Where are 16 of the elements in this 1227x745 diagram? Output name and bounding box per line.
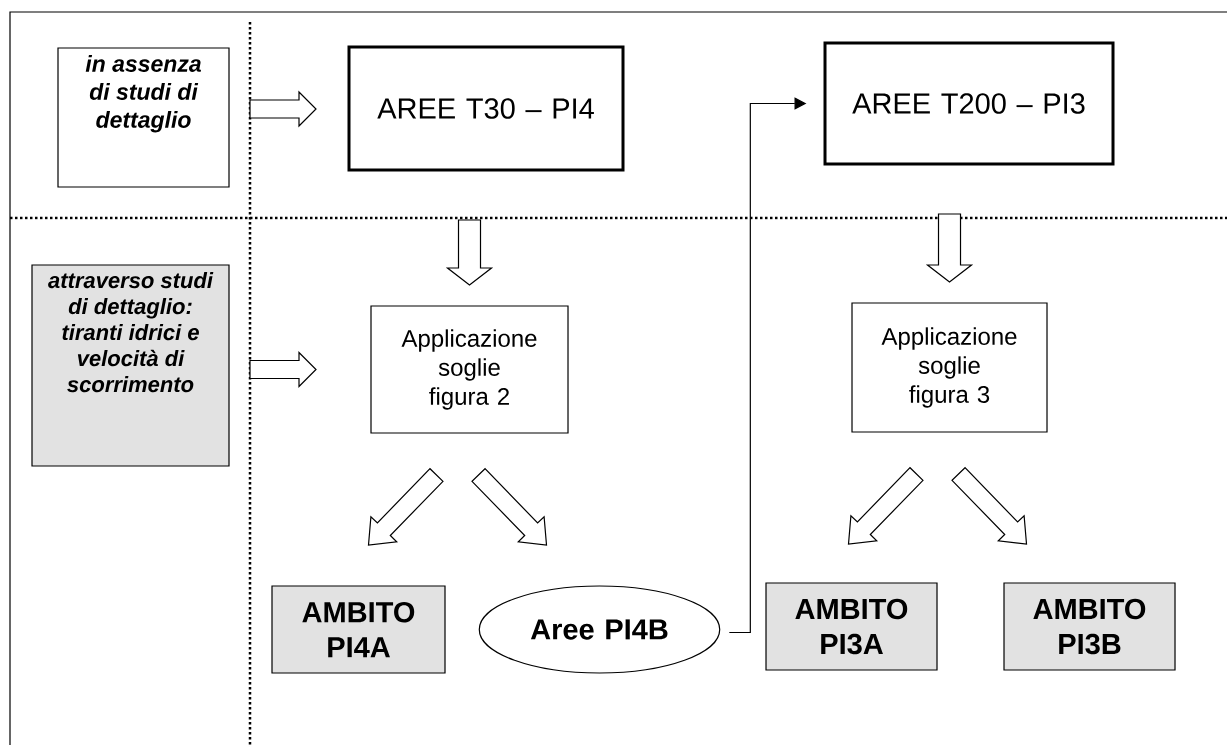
shaded-box: attraverso studi di dettaglio: tiranti idrici e velocità di scorrimento	[31, 264, 230, 467]
block-arrow	[847, 466, 924, 545]
block-arrow	[367, 467, 444, 546]
text-box: Applicazione soglie figura 2	[370, 305, 569, 434]
block-arrow	[249, 90, 317, 128]
text-box: Applicazione soglie figura 3	[851, 302, 1048, 433]
block-arrow	[925, 213, 974, 283]
shaded-box: AMBITO PI3B	[1003, 582, 1176, 671]
shaded-box: AMBITO PI4A	[271, 585, 446, 674]
block-arrow	[445, 219, 494, 286]
area-box: AREE T200 – PI3	[823, 41, 1115, 166]
block-arrow	[249, 351, 317, 388]
shaded-box: AMBITO PI3A	[765, 582, 938, 671]
area-box: AREE T30 – PI4	[347, 45, 625, 172]
text-box: in assenza di studi di dettaglio	[57, 47, 230, 188]
ellipse-node: Aree PI4B	[478, 585, 721, 674]
